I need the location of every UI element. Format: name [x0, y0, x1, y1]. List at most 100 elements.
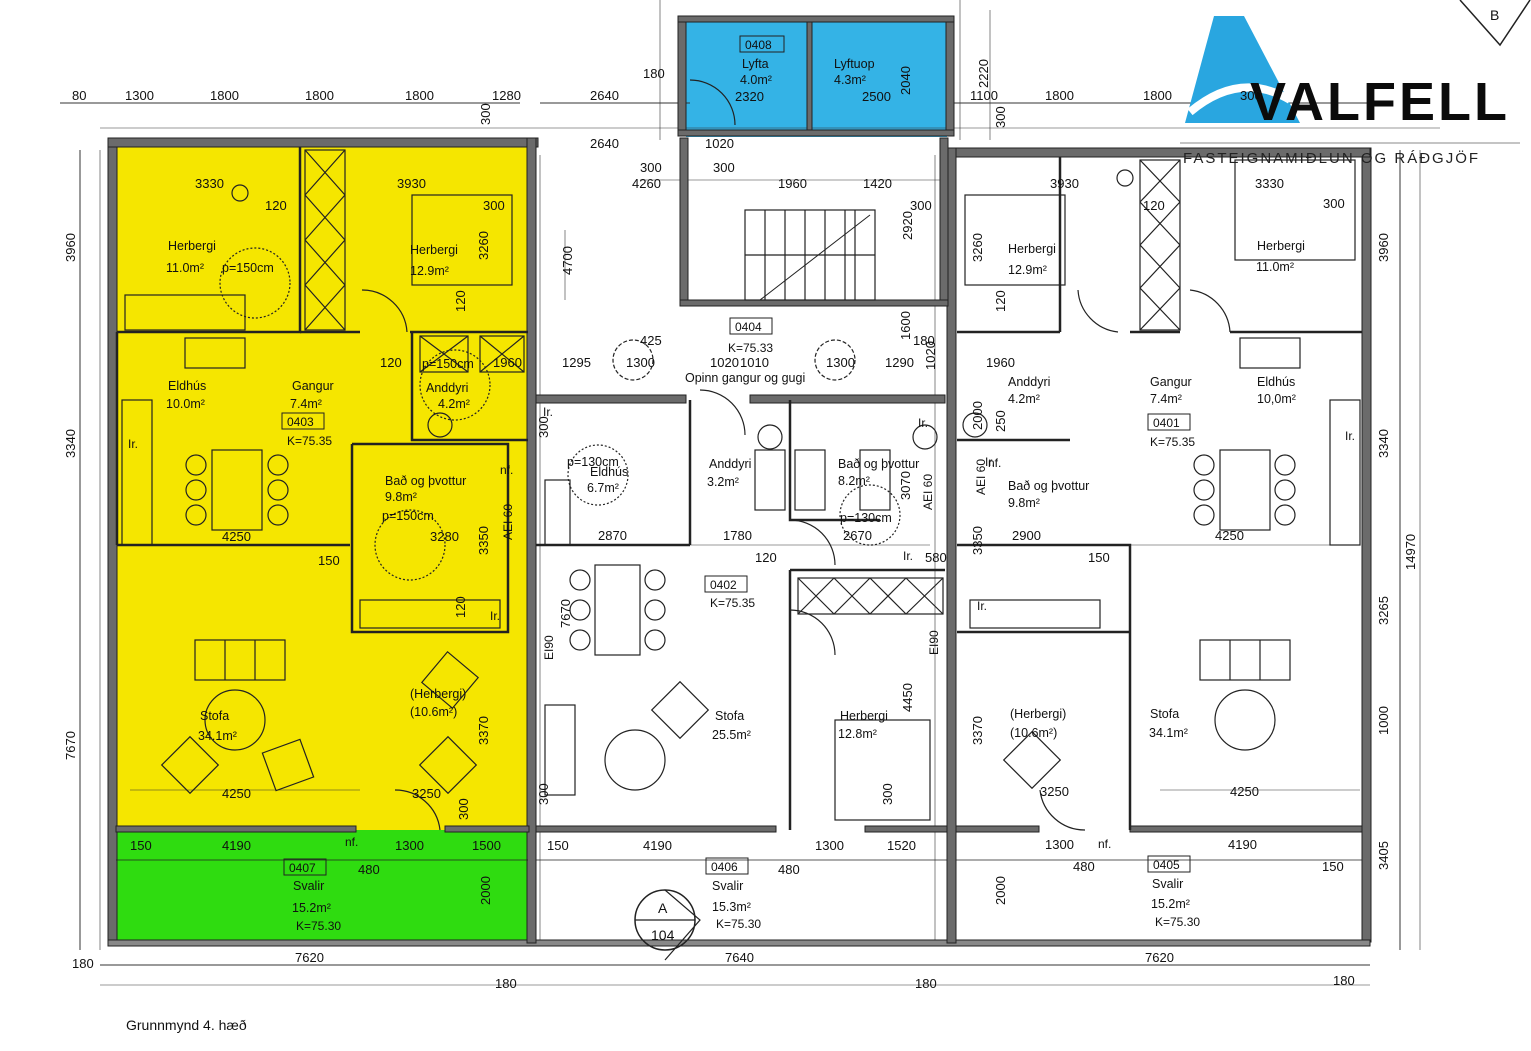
room-area-r-herb3: (10.6m²): [1010, 726, 1057, 740]
svg-text:3405: 3405: [1376, 841, 1391, 870]
room-name-c-eld: Eldhús: [590, 465, 628, 479]
section-marker-a-letter[interactable]: A: [658, 900, 668, 916]
unit-code-0406[interactable]: 0406: [711, 860, 738, 874]
svg-text:7670: 7670: [63, 731, 78, 760]
east-wall: [1361, 147, 1372, 943]
room-area-c-and: 3.2m²: [707, 475, 739, 489]
svg-text:180: 180: [643, 66, 665, 81]
svg-text:300: 300: [880, 783, 895, 805]
svg-text:3960: 3960: [63, 233, 78, 262]
unit-code-0404[interactable]: 0404: [735, 320, 762, 334]
svg-text:EI90: EI90: [927, 630, 941, 655]
room-area-l-herb3: (10.6m²): [410, 705, 457, 719]
svg-text:1020: 1020: [923, 341, 938, 370]
svg-text:Ir.: Ir.: [128, 437, 138, 451]
svg-text:p=150cm: p=150cm: [422, 357, 474, 371]
svg-text:1300: 1300: [815, 838, 844, 853]
svg-text:1800: 1800: [405, 88, 434, 103]
svg-text:480: 480: [1073, 859, 1095, 874]
svg-text:120: 120: [1143, 198, 1165, 213]
svg-text:AEI 60: AEI 60: [974, 459, 988, 495]
room-area-lyftuop: 4.3m²: [834, 73, 866, 87]
svg-text:3350: 3350: [476, 526, 491, 555]
balcony-line-l: [115, 825, 357, 833]
room-name-l-herb3: (Herbergi): [410, 687, 466, 701]
svg-text:3340: 3340: [1376, 429, 1391, 458]
room-area-l-bad: 9.8m²: [385, 490, 417, 504]
balcony-line-r2: [1129, 825, 1363, 833]
svg-text:3250: 3250: [412, 786, 441, 801]
room-area-r-eld: 10,0m²: [1257, 392, 1296, 406]
balcony-line-r: [955, 825, 1040, 833]
room-area-l-stofa: 34.1m²: [198, 729, 237, 743]
svg-text:300: 300: [640, 160, 662, 175]
svg-text:2900: 2900: [1012, 528, 1041, 543]
room-area-r-stofa: 34.1m²: [1149, 726, 1188, 740]
svg-text:180: 180: [495, 976, 517, 991]
room-name-c-sval: Svalir: [712, 879, 743, 893]
svg-text:p=130cm: p=130cm: [567, 455, 619, 469]
svg-text:2320: 2320: [735, 89, 764, 104]
svg-text:300: 300: [1240, 88, 1262, 103]
svg-text:1300: 1300: [1045, 837, 1074, 852]
svg-text:4450: 4450: [900, 683, 915, 712]
brand-logo: VALFELL FASTEIGNAMIÐLUN OG RÁÐGJÖF: [1180, 16, 1520, 167]
svg-text:120: 120: [265, 198, 287, 213]
unit-code-0407[interactable]: 0407: [289, 861, 316, 875]
svg-text:Ir.: Ir.: [490, 609, 500, 623]
unit-codes: 0403 K=75.35 0404 K=75.33 0402 K=75.35 0…: [281, 35, 1200, 933]
unit-code-0408[interactable]: 0408: [745, 38, 772, 52]
svg-text:7670: 7670: [558, 599, 573, 628]
svg-text:7620: 7620: [1145, 950, 1174, 965]
unit-code-0402[interactable]: 0402: [710, 578, 737, 592]
core-wall-w: [679, 137, 689, 307]
balcony-0407-zone[interactable]: [116, 830, 529, 943]
svg-text:120: 120: [755, 550, 777, 565]
svg-text:Ir.: Ir.: [985, 455, 995, 469]
room-name-l-sval: Svalir: [293, 879, 324, 893]
elevator-0408-zone[interactable]: [686, 21, 947, 137]
svg-text:300: 300: [993, 106, 1008, 128]
svg-text:2000: 2000: [993, 876, 1008, 905]
svg-text:425: 425: [640, 333, 662, 348]
unit-code-0401[interactable]: 0401: [1153, 416, 1180, 430]
svg-text:nf.: nf.: [988, 456, 1001, 470]
svg-text:Ir.: Ir.: [903, 549, 913, 563]
room-name-l-gang: Gangur: [292, 379, 334, 393]
room-name-r-herb2: Herbergi: [1008, 242, 1056, 256]
svg-text:2670: 2670: [843, 528, 872, 543]
room-labels: Lyfta 4.0m² Lyftuop 4.3m² Herbergi 11.0m…: [166, 57, 1305, 915]
svg-text:1960: 1960: [493, 355, 522, 370]
svg-text:1600: 1600: [898, 311, 913, 340]
room-area-l-sval: 15.2m²: [292, 901, 331, 915]
top-dimension-labels: 80 1300 1800 1800 1800 1280 2640 1100 18…: [72, 88, 1262, 103]
room-name-c-herb: Herbergi: [840, 709, 888, 723]
svg-text:4190: 4190: [1228, 837, 1257, 852]
room-area-c-eld: 6.7m²: [587, 481, 619, 495]
section-marker-b[interactable]: B: [1490, 7, 1499, 23]
svg-text:120: 120: [380, 355, 402, 370]
svg-text:2040: 2040: [898, 66, 913, 95]
svg-text:1960: 1960: [986, 355, 1015, 370]
svg-text:3250: 3250: [1040, 784, 1069, 799]
room-area-lyfta: 4.0m²: [740, 73, 772, 87]
unit-code-0403[interactable]: 0403: [287, 415, 314, 429]
walls: [107, 15, 1372, 947]
svg-text:180: 180: [915, 976, 937, 991]
wall-c-r: [946, 147, 957, 944]
section-marker-a-number[interactable]: 104: [651, 927, 675, 943]
svg-text:1500: 1500: [472, 838, 501, 853]
svg-text:300: 300: [536, 416, 551, 438]
elevator-divider: [806, 21, 813, 131]
svg-text:1300: 1300: [395, 838, 424, 853]
room-area-r-and: 4.2m²: [1008, 392, 1040, 406]
svg-text:4250: 4250: [222, 786, 251, 801]
svg-text:150: 150: [547, 838, 569, 853]
room-name-open: Opinn gangur og gugi: [685, 371, 805, 385]
svg-text:1280: 1280: [492, 88, 521, 103]
svg-text:2640: 2640: [590, 88, 619, 103]
unit-code-0405[interactable]: 0405: [1153, 858, 1180, 872]
svg-text:1960: 1960: [778, 176, 807, 191]
svg-text:3330: 3330: [1255, 176, 1284, 191]
